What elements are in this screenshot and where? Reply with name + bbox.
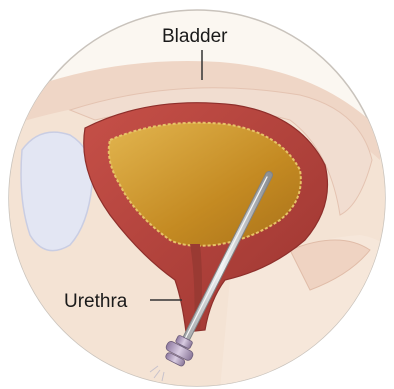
bladder-label: Bladder: [162, 26, 228, 47]
anatomy-group: [0, 61, 394, 389]
urethra-label: Urethra: [64, 291, 128, 312]
